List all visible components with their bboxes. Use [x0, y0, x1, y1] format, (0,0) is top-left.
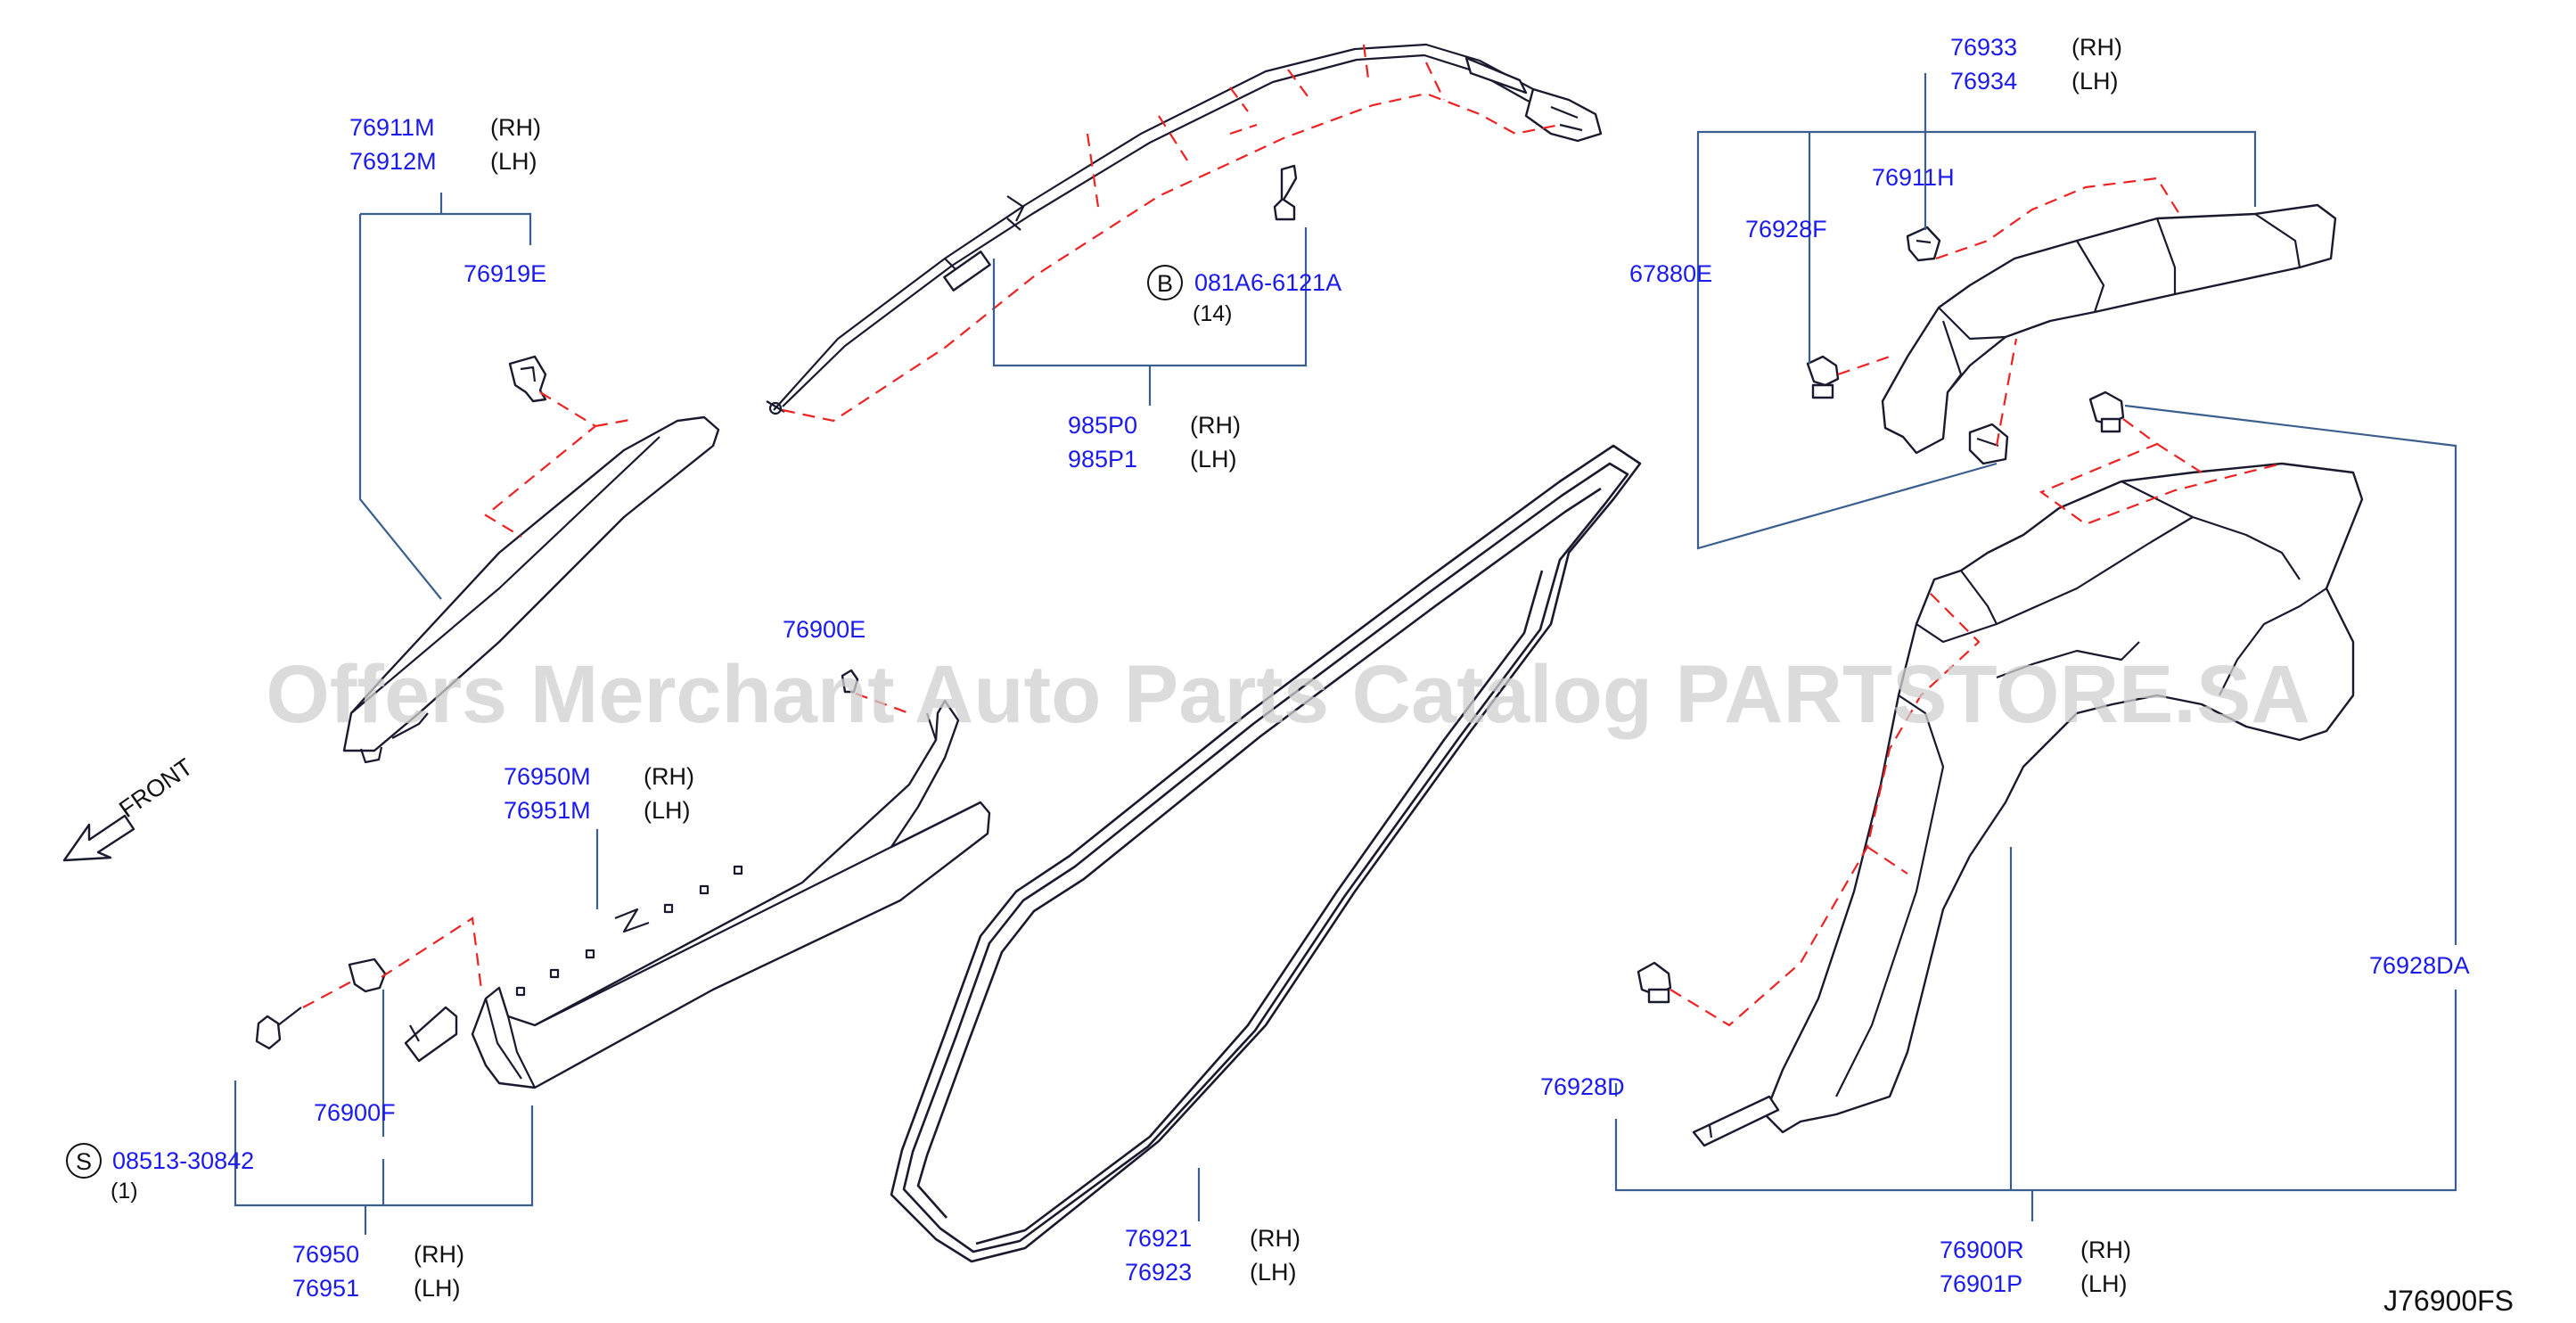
- part-number-76951[interactable]: 76951: [292, 1275, 359, 1302]
- part-number-76928da[interactable]: 76928DA: [2369, 952, 2470, 979]
- callout-76900r: 76900R (RH) 76901P (LH): [1940, 1237, 2131, 1297]
- dash-bolt: [1229, 123, 1258, 136]
- clip-76919e-illustration: [508, 355, 547, 403]
- kicking-plate-marks: [515, 865, 743, 997]
- dash-airbag-ties: [1086, 44, 1445, 208]
- leader-985p0: [992, 227, 1308, 406]
- part-number-76900f[interactable]: 76900F: [314, 1099, 396, 1126]
- callout-76921: 76921 (RH) 76923 (LH): [1125, 1225, 1300, 1286]
- callout-bolt-b: B 081A6-6121A (14): [1147, 265, 1341, 326]
- part-number-76928f[interactable]: 76928F: [1745, 216, 1827, 242]
- side-lh: (LH): [490, 148, 537, 175]
- clip-76928da-illustration: [2088, 390, 2125, 433]
- dash-76900e: [855, 692, 910, 715]
- front-label: FRONT: [114, 753, 197, 823]
- dash-76928da: [2039, 418, 2283, 526]
- callout-985p0: 985P0 (RH) 985P1 (LH): [1068, 412, 1241, 472]
- dash-76911h: [1935, 177, 2180, 260]
- clip-76911h-illustration: [1906, 226, 1941, 262]
- dash-76928d: [1669, 592, 1981, 1027]
- qty-1: (1): [111, 1179, 138, 1204]
- part-number-76950[interactable]: 76950: [292, 1241, 359, 1268]
- part-number-985p0[interactable]: 985P0: [1068, 412, 1137, 439]
- badge-b-circle: [1147, 265, 1183, 300]
- side-lh: (LH): [2071, 68, 2119, 94]
- kicking-plate-illustration: [404, 699, 991, 1089]
- dash-76928f: [1837, 355, 1891, 376]
- side-rh: (RH): [644, 763, 694, 790]
- dash-76919e: [484, 391, 597, 538]
- side-rh: (RH): [2080, 1237, 2131, 1263]
- watermark: Offers Merchant Auto Parts Catalog PARTS…: [266, 649, 2310, 740]
- side-rh: (RH): [2071, 34, 2122, 61]
- side-rh: (RH): [414, 1241, 464, 1268]
- side-lh: (LH): [2080, 1270, 2128, 1297]
- bolt-081a6-illustration: [1273, 164, 1298, 221]
- callout-76950m: 76950M (RH) 76951M (LH): [504, 763, 694, 824]
- side-lh: (LH): [1190, 446, 1237, 472]
- side-lh: (LH): [414, 1275, 461, 1302]
- callout-76933: 76933 (RH) 76934 (LH): [1950, 34, 2122, 94]
- part-number-76951m[interactable]: 76951M: [504, 797, 591, 824]
- clip-76928d-illustration: [1637, 961, 1672, 1004]
- leader-76950: [234, 990, 534, 1235]
- side-lh: (LH): [1250, 1259, 1297, 1286]
- front-arrow: FRONT: [62, 753, 198, 862]
- part-number-76911m[interactable]: 76911M: [349, 114, 435, 141]
- welt-body-side-illustration: [890, 444, 1642, 1263]
- callout-76950: 76950 (RH) 76951 (LH): [292, 1241, 464, 1302]
- dash-screw: [302, 978, 357, 1008]
- side-lh: (LH): [644, 797, 691, 824]
- part-number-76900e[interactable]: 76900E: [783, 616, 866, 643]
- part-number-76921[interactable]: 76921: [1125, 1225, 1192, 1252]
- part-number-76950m[interactable]: 76950M: [504, 763, 591, 790]
- curtain-airbag-illustration: [766, 43, 1603, 415]
- leader-76933: [1696, 73, 2257, 550]
- dash-76928d-b: [1866, 846, 1908, 875]
- part-number-76901p[interactable]: 76901P: [1940, 1270, 2022, 1297]
- part-number-76900r[interactable]: 76900R: [1940, 1237, 2024, 1263]
- side-rh: (RH): [490, 114, 541, 141]
- qty-14: (14): [1193, 301, 1232, 326]
- part-number-76923[interactable]: 76923: [1125, 1259, 1192, 1286]
- callout-screw-s: S 08513-30842 (1): [66, 1143, 254, 1204]
- dash-airbag: [782, 92, 1561, 423]
- part-number-76919e[interactable]: 76919E: [464, 260, 546, 287]
- dash-rear-pillar: [1995, 338, 2018, 447]
- badge-s: S: [76, 1148, 92, 1175]
- clip-76928f-illustration: [1806, 355, 1840, 399]
- part-number-76933[interactable]: 76933: [1950, 34, 2017, 61]
- part-number-67880e[interactable]: 67880E: [1629, 260, 1712, 287]
- leader-76928da: [1614, 404, 2457, 1221]
- callout-76911m: 76911M (RH) 76912M (LH): [349, 114, 541, 175]
- part-number-08513-30842[interactable]: 08513-30842: [112, 1147, 254, 1174]
- part-number-76928d[interactable]: 76928D: [1540, 1073, 1625, 1100]
- part-number-76934[interactable]: 76934: [1950, 68, 2017, 94]
- diagram-code: J76900FS: [2383, 1285, 2514, 1317]
- a-pillar-garnish-illustration: [342, 415, 720, 764]
- part-number-081a6-6121a[interactable]: 081A6-6121A: [1194, 269, 1341, 296]
- dash-76900f: [381, 916, 483, 990]
- front-arrow-icon: [62, 814, 135, 862]
- badge-b: B: [1157, 270, 1173, 297]
- dash-76928da-b: [2156, 443, 2203, 473]
- clip-76900f-illustration: [348, 957, 387, 993]
- clip-76900e-illustration: [841, 669, 859, 694]
- rear-side-finisher-illustration: [1692, 462, 2364, 1147]
- side-rh: (RH): [1190, 412, 1241, 439]
- leader-76911m: [358, 193, 532, 600]
- screw-08513-illustration: [255, 1007, 302, 1050]
- part-number-985p1[interactable]: 985P1: [1068, 446, 1137, 472]
- badge-s-circle: [66, 1143, 102, 1179]
- dash-76919e-b: [595, 417, 636, 428]
- part-number-76912m[interactable]: 76912M: [349, 148, 437, 175]
- side-rh: (RH): [1250, 1225, 1300, 1252]
- part-number-76911h[interactable]: 76911H: [1872, 164, 1955, 191]
